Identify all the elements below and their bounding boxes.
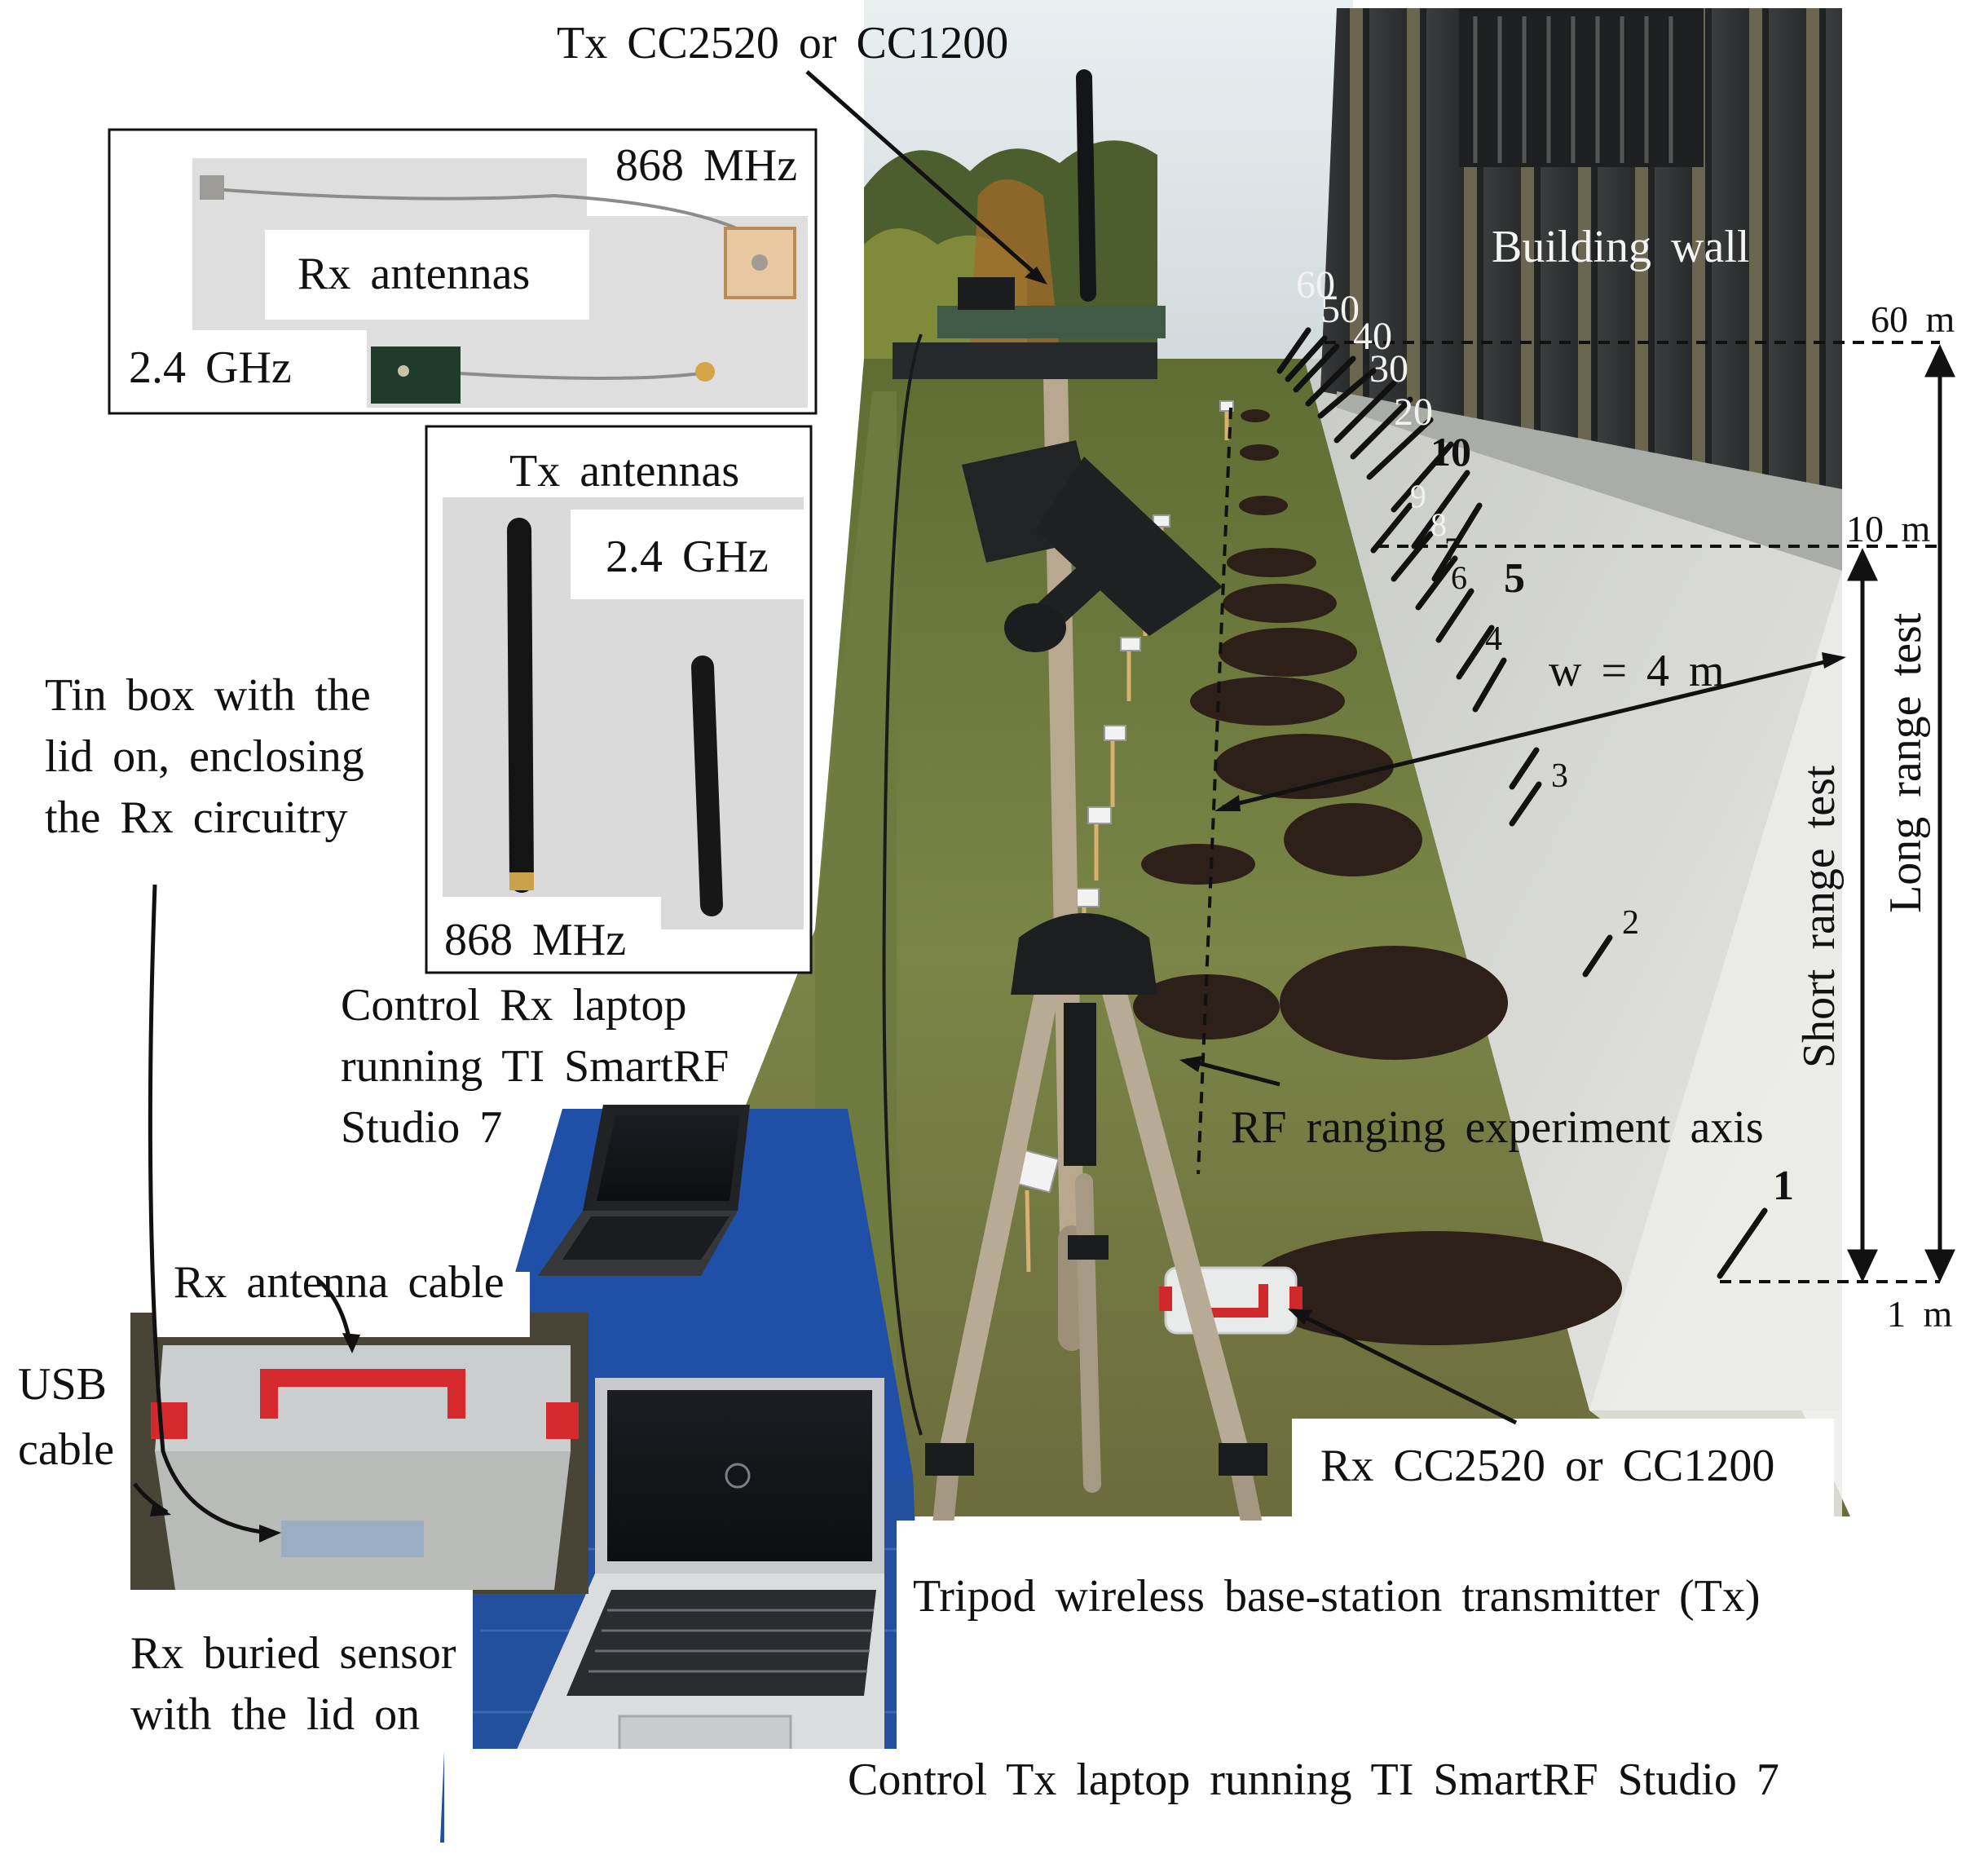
rx-cable-label-bg	[155, 1272, 530, 1337]
short-range-label: Short range test	[1794, 765, 1845, 1068]
long-range-label: Long range test	[1880, 612, 1931, 913]
rx-buried-label-line1: Rx buried sensor	[130, 1628, 456, 1679]
mark-2: 2	[1622, 904, 1639, 942]
building-wall	[1320, 8, 1842, 489]
tx-module-label: Tx CC2520 or CC1200	[557, 18, 1009, 68]
mark-8: 8	[1430, 506, 1447, 543]
building-wall-label: Building wall	[1492, 222, 1750, 272]
mark-40: 40	[1353, 315, 1392, 358]
control-rx-label-line3: Studio 7	[341, 1102, 503, 1153]
rx-antenna-cable-label: Rx antenna cable	[174, 1257, 505, 1308]
distance-60m-label: 60 m	[1871, 298, 1955, 340]
mark-20: 20	[1394, 391, 1433, 434]
mark-4: 4	[1485, 620, 1502, 658]
rx-868-label: 868 MHz	[615, 140, 798, 191]
reference-lines	[1197, 341, 1940, 1283]
tx-laptop	[497, 1378, 884, 1794]
mark-10: 10	[1430, 429, 1471, 475]
rf-axis-label: RF ranging experiment axis	[1231, 1102, 1764, 1153]
rx-antennas-panel	[108, 128, 818, 415]
range-arrows	[1847, 344, 1955, 1282]
usb-cable-label-line2: cable	[18, 1424, 115, 1475]
tx-antennas-panel	[425, 425, 813, 974]
tx-24-label: 2.4 GHz	[606, 532, 769, 582]
pointer-arrows	[133, 70, 1839, 1535]
tin-box-label-line3: the Rx circuitry	[45, 792, 348, 843]
mark-50: 50	[1320, 288, 1360, 331]
mark-5: 5	[1504, 555, 1525, 602]
tin-box-label-line2: lid on, enclosing	[45, 731, 364, 782]
soil-holes	[1133, 409, 1622, 1345]
distance-10m-label: 10 m	[1846, 508, 1931, 550]
control-rx-label-line2: running TI SmartRF	[341, 1041, 730, 1092]
tx-antennas-label: Tx antennas	[509, 446, 740, 497]
mark-30: 30	[1369, 347, 1408, 391]
control-tx-label: Control Tx laptop running TI SmartRF Stu…	[848, 1755, 1779, 1805]
rx-laptop	[538, 1105, 750, 1276]
tripod-label: Tripod wireless base-station transmitter…	[913, 1571, 1761, 1622]
usb-cable-label-line1: USB	[18, 1359, 107, 1410]
rx-antennas-label: Rx antennas	[298, 249, 531, 299]
rx-24-label: 2.4 GHz	[129, 342, 292, 393]
mark-60: 60	[1296, 263, 1335, 307]
width-label: w = 4 m	[1549, 646, 1725, 696]
tin-box-label-line1: Tin box with the	[45, 670, 371, 721]
mark-7: 7	[1444, 531, 1461, 567]
mark-1: 1	[1773, 1163, 1794, 1209]
distance-1m-label: 1 m	[1887, 1293, 1953, 1335]
rx-module-label: Rx CC2520 or CC1200	[1320, 1441, 1775, 1491]
mark-3: 3	[1551, 757, 1568, 795]
distance-ticks	[1276, 327, 1768, 1279]
mark-6: 6	[1451, 559, 1467, 596]
mark-9: 9	[1410, 478, 1426, 514]
rx-buried-label-line2: with the lid on	[130, 1689, 421, 1740]
tx-868-label: 868 MHz	[444, 915, 627, 965]
tx-board	[882, 69, 1166, 1436]
rx-box-photo	[130, 1313, 588, 1594]
control-rx-label-line1: Control Rx laptop	[341, 980, 687, 1031]
